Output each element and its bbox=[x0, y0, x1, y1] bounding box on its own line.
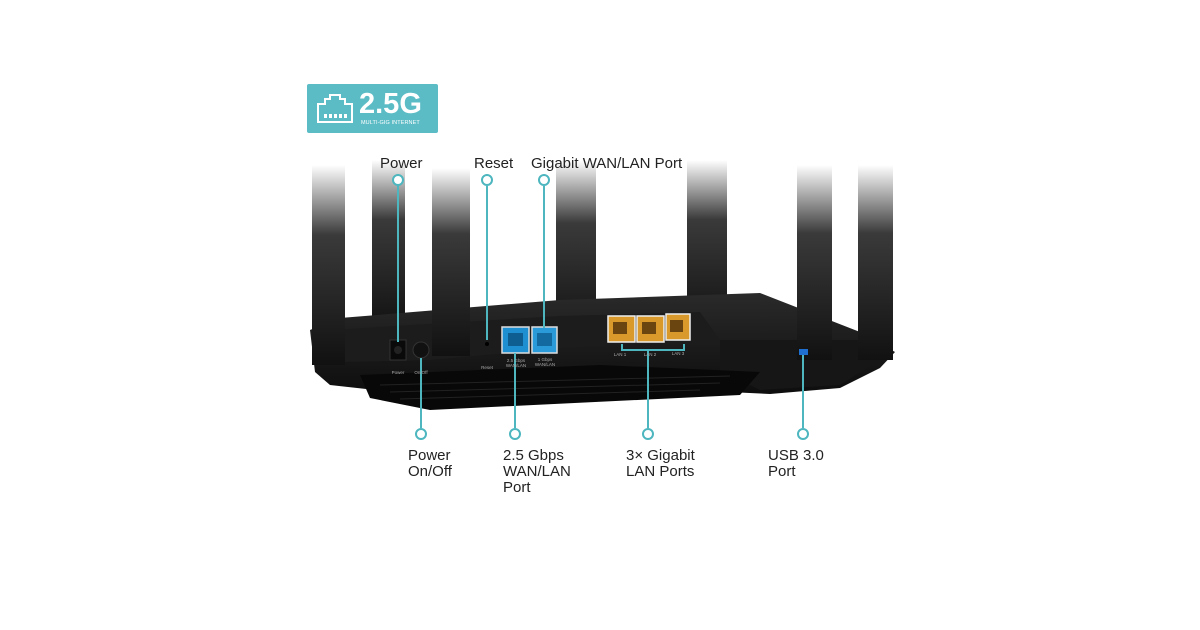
callout-line: Power bbox=[408, 447, 451, 464]
power-button bbox=[412, 341, 430, 359]
callout-line: LAN Ports bbox=[626, 463, 695, 480]
badge-subtitle: MULTI-GIG INTERNET bbox=[361, 120, 420, 126]
callout-line: Port bbox=[768, 463, 796, 480]
callout-reset: Reset bbox=[474, 155, 514, 172]
wan-port-2-5g bbox=[501, 326, 530, 354]
callout-line: 2.5 Gbps bbox=[503, 447, 564, 464]
device-label-reset: Reset bbox=[481, 365, 493, 370]
callout-line: USB 3.0 bbox=[768, 447, 824, 464]
callout-line: Port bbox=[503, 479, 531, 496]
usb-port bbox=[799, 349, 808, 355]
device-label-line: 2.5 Gbps bbox=[506, 358, 526, 363]
antennas-front bbox=[312, 165, 893, 365]
ethernet-port-icon bbox=[317, 94, 353, 123]
device-label-onoff: On/Off bbox=[414, 370, 428, 375]
device-label-lan2: LAN 2 bbox=[643, 352, 657, 357]
lan-port-1 bbox=[607, 315, 636, 343]
callout-line: On/Off bbox=[408, 463, 452, 480]
callout-line: 3× Gigabit bbox=[626, 447, 695, 464]
badge-title: 2.5G bbox=[359, 88, 422, 120]
callout-power-onoff: Power On/Off bbox=[408, 448, 452, 480]
device-label-line: WAN/LAN bbox=[505, 363, 527, 368]
callout-lines bbox=[392, 174, 809, 440]
device-label-line: WAN/LAN bbox=[534, 362, 556, 367]
callout-line: WAN/LAN bbox=[503, 463, 571, 480]
callout-2-5gbps-wan-lan: 2.5 Gbps WAN/LAN Port bbox=[503, 448, 571, 496]
multi-gig-badge: 2.5G MULTI-GIG INTERNET bbox=[307, 84, 438, 133]
callout-lan-ports: 3× Gigabit LAN Ports bbox=[626, 448, 695, 480]
device-label-lan3: LAN 3 bbox=[671, 351, 685, 356]
callout-usb: USB 3.0 Port bbox=[768, 448, 824, 480]
callout-gigabit-wan-lan: Gigabit WAN/LAN Port bbox=[531, 155, 683, 172]
device-label-lan1: LAN 1 bbox=[613, 352, 627, 357]
router-body bbox=[310, 293, 895, 410]
callout-power: Power bbox=[380, 155, 423, 172]
device-label-line: 1 Gbps bbox=[537, 357, 553, 362]
device-label-power: Power bbox=[391, 370, 405, 375]
ports bbox=[389, 313, 808, 361]
